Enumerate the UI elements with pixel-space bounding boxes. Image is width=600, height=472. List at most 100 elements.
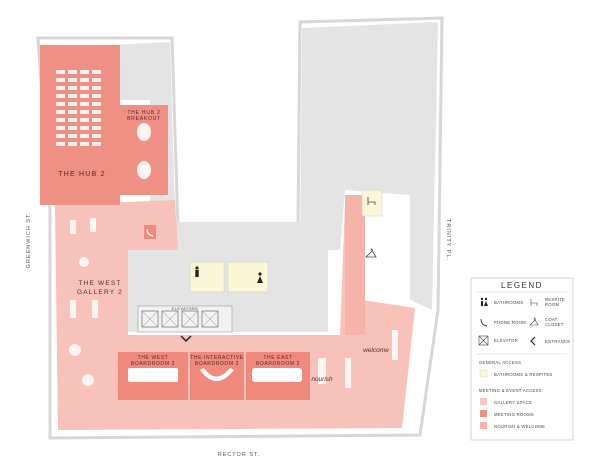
legend-coat-2: CLOSET bbox=[545, 322, 564, 327]
room-interactive-boardroom bbox=[190, 352, 244, 400]
coat-legend-icon bbox=[529, 317, 539, 326]
hub-seat bbox=[68, 118, 77, 122]
boardroom-tables bbox=[128, 368, 302, 382]
hub-seat bbox=[56, 126, 65, 130]
legend-nourish-welcome: NOURISH & WELCOME bbox=[494, 424, 545, 429]
street-rector: RECTOR ST. bbox=[218, 452, 261, 458]
legend-respite-1: RESPITE bbox=[545, 297, 565, 302]
label-east-boardroom-1: THE EAST bbox=[263, 355, 292, 361]
hub-seat bbox=[92, 126, 101, 130]
hub-seat bbox=[80, 102, 89, 106]
legend: LEGEND BATHROOMS RESPITE ROOM PHONE ROOM… bbox=[470, 277, 574, 441]
street-greenwich: GREENWICH ST. bbox=[26, 212, 32, 269]
label-interactive-2: BOARDROOM 2 bbox=[195, 361, 239, 367]
hub-seat bbox=[92, 110, 101, 114]
hub-seat bbox=[92, 94, 101, 98]
hub-seat bbox=[92, 102, 101, 106]
hub-seat bbox=[56, 94, 65, 98]
hub-seat bbox=[80, 126, 89, 130]
label-hub-breakout-1: THE HUB 2 bbox=[127, 110, 160, 116]
entrance-arrow-icon bbox=[180, 335, 192, 343]
hub-seat bbox=[68, 126, 77, 130]
label-hub-breakout-2: BREAKOUT bbox=[127, 116, 161, 122]
building-outline bbox=[36, 16, 444, 440]
hub-seat bbox=[56, 134, 65, 138]
legend-bathrooms-respites: BATHROOMS & RESPITES bbox=[494, 372, 553, 377]
swatch-nourish bbox=[480, 422, 487, 429]
east-seating bbox=[318, 330, 398, 388]
legend-elevator: ELEVATOR bbox=[494, 338, 518, 343]
corridor-east bbox=[345, 195, 365, 335]
breakout-tables bbox=[137, 123, 151, 179]
hub-seat bbox=[68, 70, 77, 74]
hub-seat bbox=[80, 118, 89, 122]
bathroom-east bbox=[227, 261, 269, 293]
hub-seat bbox=[56, 142, 65, 146]
hub-seat bbox=[68, 110, 77, 114]
label-hub: THE HUB 2 bbox=[58, 171, 105, 178]
bathroom-west bbox=[189, 261, 225, 293]
legend-gallery-space: GALLERY SPACE bbox=[494, 400, 532, 405]
respite-chair-icon bbox=[367, 197, 376, 205]
coat-hanger-icon bbox=[365, 248, 377, 258]
legend-meeting-rooms: MEETING ROOMS bbox=[494, 412, 534, 417]
label-west-boardroom-1: THE WEST bbox=[138, 355, 169, 361]
label-west-gallery-1: THE WEST bbox=[78, 280, 121, 287]
phone-legend-icon bbox=[480, 318, 488, 327]
hub-seat bbox=[80, 86, 89, 90]
hub-seat bbox=[56, 78, 65, 82]
hub-seat bbox=[80, 142, 89, 146]
hub-seat bbox=[92, 70, 101, 74]
male-restroom-icon bbox=[195, 266, 199, 277]
room-hub-breakout bbox=[120, 105, 168, 195]
hub-seat bbox=[56, 86, 65, 90]
label-nourish: nourish bbox=[311, 376, 333, 383]
label-west-boardroom-2: BOARDROOM 2 bbox=[131, 361, 175, 367]
legend-respite-2: ROOM bbox=[545, 302, 559, 307]
hub-seat bbox=[92, 86, 101, 90]
hub-seat bbox=[56, 118, 65, 122]
swatch-general bbox=[479, 369, 488, 378]
room-the-hub bbox=[40, 45, 120, 205]
hub-seat bbox=[68, 102, 77, 106]
hub-seat bbox=[92, 142, 101, 146]
legend-general-access: GENERAL ACCESS bbox=[479, 360, 521, 365]
hub-seat bbox=[92, 134, 101, 138]
hub-seat bbox=[56, 102, 65, 106]
hub-seat bbox=[56, 110, 65, 114]
hub-seat bbox=[68, 78, 77, 82]
elevator-legend-icon bbox=[478, 335, 489, 346]
hub-seat bbox=[68, 142, 77, 146]
label-interactive-1: THE INTERACTIVE bbox=[190, 355, 244, 361]
elevator-bank bbox=[137, 305, 233, 333]
gallery-tables bbox=[69, 218, 98, 386]
swatch-meeting bbox=[480, 410, 487, 417]
hub-seat bbox=[68, 134, 77, 138]
female-restroom-icon bbox=[257, 272, 263, 283]
hub-seating bbox=[56, 70, 101, 146]
hub-seat bbox=[92, 78, 101, 82]
legend-entrance: ENTRANCE bbox=[545, 339, 570, 344]
east-wing-grey bbox=[300, 22, 438, 310]
hub-seat bbox=[80, 134, 89, 138]
label-west-gallery-2: GALLERY 2 bbox=[77, 289, 123, 296]
entrance-legend-icon bbox=[530, 336, 536, 346]
street-trinity: TRINITY PL. bbox=[445, 219, 451, 261]
hub-seat bbox=[80, 70, 89, 74]
hub-seat bbox=[92, 118, 101, 122]
swatch-gallery bbox=[480, 398, 487, 405]
hub-seat bbox=[80, 110, 89, 114]
label-east-boardroom-2: BOARDROOM 2 bbox=[256, 361, 300, 367]
respite-room bbox=[361, 189, 383, 217]
label-elevators: ELEVATORS bbox=[172, 307, 199, 311]
hub-seat bbox=[80, 94, 89, 98]
legend-meeting-event-access: MEETING & EVENT ACCESS bbox=[479, 388, 542, 393]
legend-bathrooms: BATHROOMS bbox=[494, 300, 523, 305]
legend-phone-room: PHONE ROOM bbox=[494, 320, 526, 325]
hub-seat bbox=[68, 94, 77, 98]
respite-legend-icon bbox=[530, 299, 538, 306]
hub-seat bbox=[80, 78, 89, 82]
legend-coat-1: COAT bbox=[545, 317, 558, 322]
bathroom-legend-icon bbox=[480, 297, 488, 306]
